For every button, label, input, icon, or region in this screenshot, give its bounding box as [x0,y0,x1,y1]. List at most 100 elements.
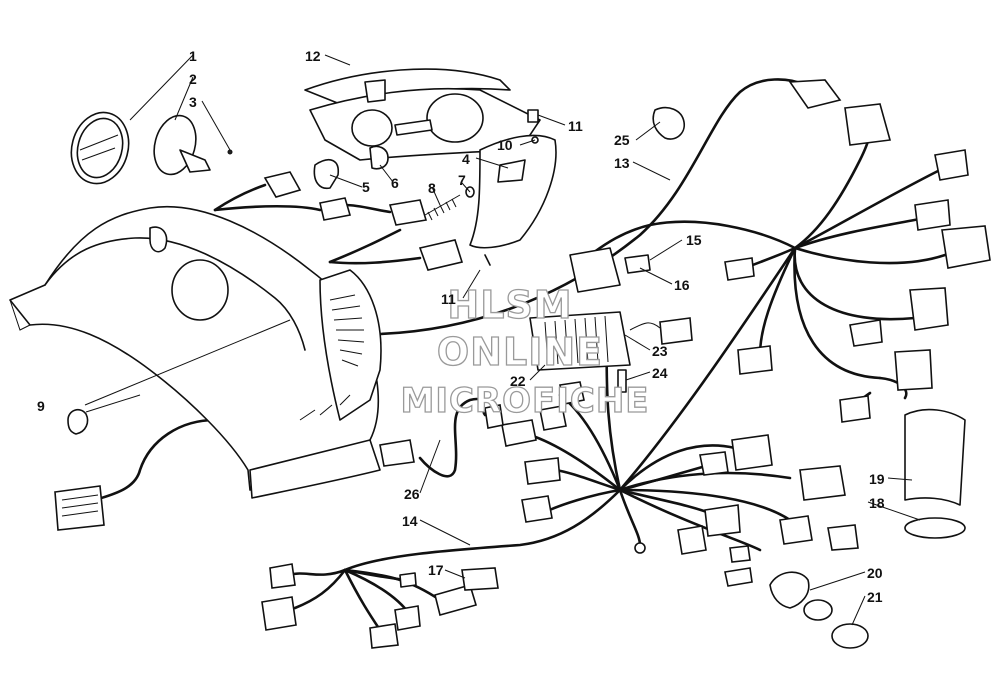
leader-lines [129,54,921,626]
bolt-9-head [67,408,89,435]
sleeve-19 [904,408,966,506]
connector-lower-left [54,485,105,531]
callout-20: 20 [867,565,883,581]
hood-panel [9,206,382,499]
connector-14-3 [501,419,537,447]
watermark: HLSM ONLINE MICROFICHE [400,282,649,421]
callout-22: 22 [510,373,526,389]
cover-pin [484,254,491,266]
callout-14: 14 [402,513,418,529]
connector-14-8 [699,451,729,476]
headlight-wire-e [328,256,422,265]
callout-25: 25 [614,132,630,148]
leader-23 [624,334,651,351]
harness-13-branch-e [793,246,917,321]
bolt-24 [617,369,627,393]
callout-19: 19 [869,471,885,487]
leader-7 [461,182,471,193]
connector-14-left-b [261,596,297,631]
headlight-assembly [70,111,233,185]
headlight-connectors [263,171,464,271]
callout-5: 5 [362,179,370,195]
ring-18 [904,517,966,539]
relay-and-regulator [529,247,693,393]
connector-14-2 [539,405,567,431]
leader-3 [201,100,231,151]
leader-26 [419,439,441,494]
connector-13-large [844,103,892,146]
callout-24: 24 [652,365,668,381]
leader-19 [887,477,913,481]
harness-13-branch-15 [588,220,797,257]
connector-17-b [461,567,499,591]
nut-21 [831,623,869,649]
connector-14-7 [704,504,741,537]
hood-vent-left [149,226,168,253]
lower-cover-window [497,159,526,183]
connector-14-10 [799,465,846,501]
lamp-bulb-small [351,109,393,147]
harness-13-branch-g [758,246,797,357]
leader-9-line [84,319,291,406]
headlight-bulb-socket [179,149,211,173]
hood-right-side [319,269,382,421]
harness-14-branch-2 [528,433,622,492]
connector-13-a [934,149,969,181]
hood-lower-lip [249,439,381,499]
spring-8 [424,194,461,216]
headlight-wire-b [213,204,322,212]
callout-8: 8 [428,180,436,196]
ground-terminal [634,542,646,554]
callout-26: 26 [404,486,420,502]
spring-8-coils [427,198,457,221]
callout-21: 21 [867,589,883,605]
callout-18: 18 [869,495,885,511]
regulator-wire [629,322,661,331]
callout-10: 10 [497,137,513,153]
headlight-lens-inner [76,117,124,179]
nut-20 [803,599,833,621]
headlight-lens-lines [79,134,119,161]
hood-gauge-opening [171,259,229,321]
hood-lower-slots [299,394,351,421]
lamp-bulb-large [426,93,484,143]
leader-1 [129,54,194,121]
watermark-line3: MICROFICHE [400,381,649,421]
leader-8 [431,186,441,206]
connector-14-14 [729,545,751,563]
leader-24 [625,371,651,381]
leader-20 [809,571,866,591]
leader-4 [475,157,509,169]
headlight-wire-a [213,183,267,212]
harness-14-connectors [261,381,859,649]
connector-13-h [894,349,933,391]
callout-11-mid: 11 [441,291,456,307]
hood-grille [329,294,365,367]
connector-14-9 [731,434,773,471]
harness-14-branch-3 [553,468,622,492]
connector-14-left-a [269,563,296,589]
callout-17: 17 [428,562,444,578]
harness-14-main [343,488,622,572]
lower-cover [469,134,557,249]
callout-6: 6 [391,175,399,191]
leader-16 [639,267,673,285]
callout-9: 9 [37,398,45,414]
leader-2 [174,76,194,121]
connector-14-1 [559,381,585,405]
leader-5 [329,174,363,188]
lamp-connector [394,119,433,136]
harness-13-arc [378,78,807,336]
harness-lower-left [93,418,217,502]
watermark-line2: ONLINE [437,330,603,374]
leader-14 [419,519,471,546]
bulb-6 [369,145,389,170]
connector-lower-left-ribs [61,494,99,517]
connector-14-11 [779,515,813,545]
connector-headlight-3 [388,199,428,226]
headlight-wire-c [343,203,392,214]
leader-6 [379,164,394,183]
leader-22 [529,364,546,381]
headlight-screw [227,149,233,155]
